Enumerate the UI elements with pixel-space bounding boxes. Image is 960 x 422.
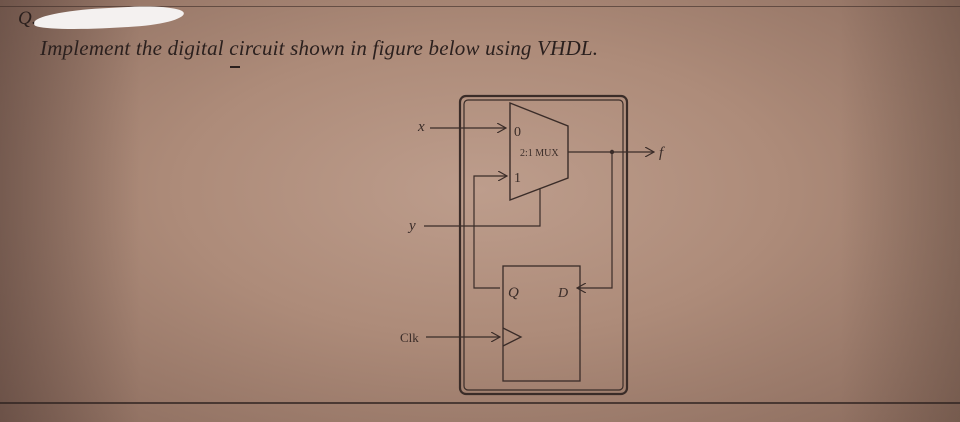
- input-y-label: y: [407, 218, 416, 234]
- wire-f-to-d: [577, 152, 613, 288]
- ff-q-label: Q: [508, 285, 519, 301]
- output-f-label: f: [659, 145, 665, 161]
- d-flipflop: [502, 265, 581, 382]
- outer-frame-inner: [463, 99, 624, 391]
- wire-q-to-mux-in1: [473, 176, 507, 289]
- bottom-rule: [0, 402, 960, 404]
- wire-y-select: [424, 188, 541, 227]
- mux-label: 2:1 MUX: [520, 148, 559, 159]
- mux-in1-label: 1: [514, 171, 521, 186]
- question-prompt: Implement the digital circuit shown in f…: [40, 36, 599, 60]
- text-cursor-mark: [230, 66, 240, 68]
- ff-d-label: D: [557, 286, 568, 301]
- input-x-label: x: [417, 119, 425, 135]
- input-clk-label: Clk: [400, 330, 419, 345]
- mux-2to1: [509, 101, 569, 202]
- photo-shadow-left: [0, 0, 140, 422]
- mux-in0-label: 0: [514, 125, 521, 140]
- ff-clock-triangle: [502, 327, 523, 347]
- question-number: Q.: [18, 8, 37, 29]
- outer-frame: [458, 94, 629, 396]
- top-rule: [0, 6, 960, 7]
- photo-shadow-right: [840, 0, 960, 422]
